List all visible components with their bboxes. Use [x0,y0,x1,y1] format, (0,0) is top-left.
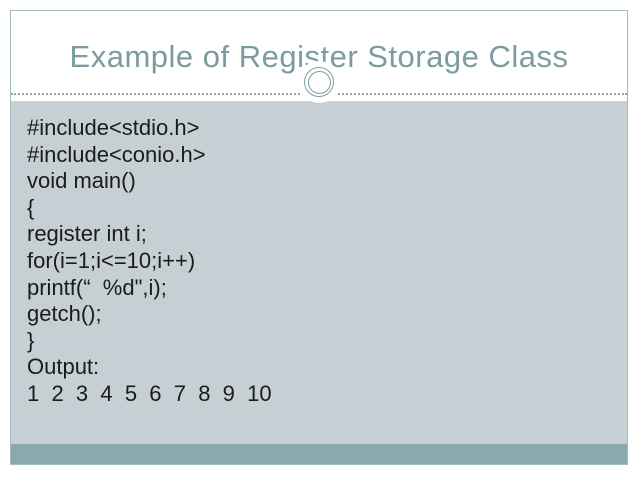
ornament-inner-ring [307,70,331,94]
footer-accent-band [11,444,627,464]
code-line-output-label: Output: [27,354,100,380]
code-line: { [27,194,35,220]
code-line: #include<stdio.h> [27,115,200,140]
code-line: register int i; [27,221,147,247]
code-line: printf(“ %d",i); [27,274,167,300]
code-line: void main() [27,168,136,194]
code-line: for(i=1;i<=10;i++) [27,247,196,273]
ornament-outer-ring [304,67,334,97]
code-line-output-values: 1 2 3 4 5 6 7 8 9 10 [27,380,272,406]
code-block: #include<stdio.h> #include<conio.h> void… [11,102,627,444]
code-line: getch(); [27,301,102,327]
code-line: #include<conio.h> [27,141,206,167]
divider-circle-ornament [298,61,340,103]
code-line: } [27,327,35,353]
